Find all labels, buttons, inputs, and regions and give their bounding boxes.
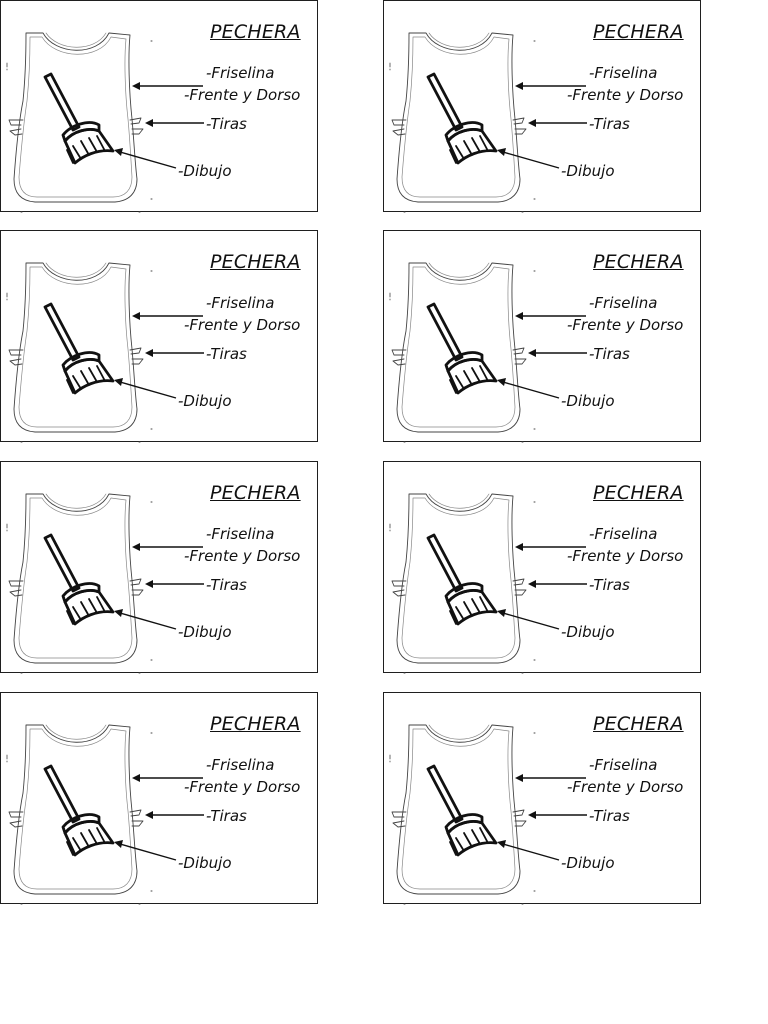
drawing-label: -Dibujo xyxy=(178,392,232,410)
apron-illustration xyxy=(389,262,587,443)
material-label: -Friselina xyxy=(206,756,275,774)
pechera-card-6: PECHERA -Friselina -Frente y Dorso -Tira… xyxy=(383,461,701,674)
sides-label: -Frente y Dorso xyxy=(184,86,301,104)
straps-label: -Tiras xyxy=(589,345,630,363)
broom-icon xyxy=(43,302,115,395)
material-label: -Friselina xyxy=(206,525,275,543)
straps-label: -Tiras xyxy=(206,807,247,825)
card-title: PECHERA xyxy=(210,21,301,43)
card-title: PECHERA xyxy=(593,21,684,43)
broom-icon xyxy=(426,533,498,626)
material-label: -Friselina xyxy=(589,64,658,82)
card-title: PECHERA xyxy=(593,251,684,273)
broom-icon xyxy=(426,302,498,395)
sides-label: -Frente y Dorso xyxy=(567,86,684,104)
apron-illustration xyxy=(6,32,204,213)
material-label: -Friselina xyxy=(589,525,658,543)
sides-label: -Frente y Dorso xyxy=(567,778,684,796)
apron-illustration xyxy=(6,262,204,443)
apron-illustration xyxy=(6,493,204,674)
drawing-label: -Dibujo xyxy=(178,854,232,872)
broom-icon xyxy=(426,764,498,857)
sides-label: -Frente y Dorso xyxy=(567,316,684,334)
drawing-label: -Dibujo xyxy=(561,162,615,180)
card-title: PECHERA xyxy=(210,251,301,273)
straps-label: -Tiras xyxy=(206,345,247,363)
broom-icon xyxy=(426,72,498,165)
pechera-card-7: PECHERA -Friselina -Frente y Dorso -Tira… xyxy=(0,692,318,905)
drawing-label: -Dibujo xyxy=(561,623,615,641)
card-title: PECHERA xyxy=(210,713,301,735)
pechera-card-4: PECHERA -Friselina -Frente y Dorso -Tira… xyxy=(383,230,701,443)
card-title: PECHERA xyxy=(210,482,301,504)
sides-label: -Frente y Dorso xyxy=(567,547,684,565)
card-title: PECHERA xyxy=(593,713,684,735)
material-label: -Friselina xyxy=(589,294,658,312)
apron-illustration xyxy=(389,493,587,674)
broom-icon xyxy=(43,533,115,626)
apron-illustration xyxy=(6,724,204,905)
apron-illustration xyxy=(389,32,587,213)
pechera-card-2: PECHERA -Friselina -Frente y Dorso -Tira… xyxy=(383,0,701,213)
drawing-label: -Dibujo xyxy=(561,392,615,410)
straps-label: -Tiras xyxy=(589,576,630,594)
straps-label: -Tiras xyxy=(206,576,247,594)
pechera-card-1: PECHERA -Friselina -Frente y Dorso -Tira… xyxy=(0,0,318,213)
material-label: -Friselina xyxy=(206,294,275,312)
sides-label: -Frente y Dorso xyxy=(184,547,301,565)
straps-label: -Tiras xyxy=(206,115,247,133)
material-label: -Friselina xyxy=(206,64,275,82)
straps-label: -Tiras xyxy=(589,807,630,825)
broom-icon xyxy=(43,764,115,857)
drawing-label: -Dibujo xyxy=(178,162,232,180)
drawing-label: -Dibujo xyxy=(178,623,232,641)
straps-label: -Tiras xyxy=(589,115,630,133)
material-label: -Friselina xyxy=(589,756,658,774)
pechera-card-5: PECHERA -Friselina -Frente y Dorso -Tira… xyxy=(0,461,318,674)
apron-illustration xyxy=(389,724,587,905)
pechera-card-3: PECHERA -Friselina -Frente y Dorso -Tira… xyxy=(0,230,318,443)
broom-icon xyxy=(43,72,115,165)
sides-label: -Frente y Dorso xyxy=(184,316,301,334)
card-title: PECHERA xyxy=(593,482,684,504)
drawing-label: -Dibujo xyxy=(561,854,615,872)
pechera-card-8: PECHERA -Friselina -Frente y Dorso -Tira… xyxy=(383,692,701,905)
sides-label: -Frente y Dorso xyxy=(184,778,301,796)
